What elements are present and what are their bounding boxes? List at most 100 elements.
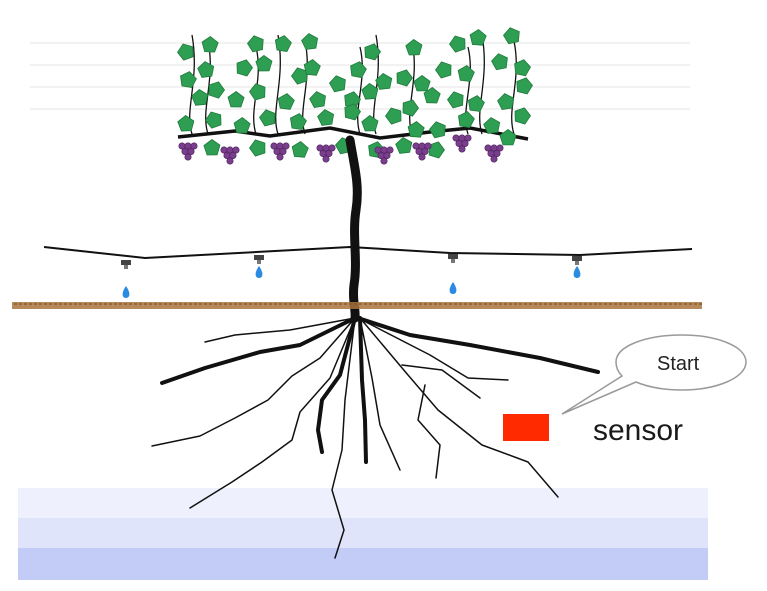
grape-leaf	[375, 73, 393, 90]
vine-shoot	[511, 40, 517, 135]
soil-moisture-sensor	[503, 414, 549, 441]
sensor-label: sensor	[593, 414, 683, 447]
grape-leaf	[350, 61, 367, 79]
water-drop-icon	[449, 282, 457, 294]
grape-leaf	[429, 121, 446, 139]
root-right-mid	[359, 317, 559, 498]
grape-leaf	[291, 67, 308, 85]
grape-leaf	[503, 27, 520, 45]
grape-leaf	[385, 107, 402, 125]
root-right-main	[356, 316, 600, 374]
groundwater-layer-top	[18, 488, 708, 518]
vine-shoot	[205, 40, 211, 135]
grape-leaf	[227, 91, 245, 108]
grape-leaf	[435, 61, 452, 79]
grape-leaf	[259, 109, 276, 127]
grape-leaf	[405, 39, 423, 56]
grape-cluster	[178, 142, 198, 161]
grape-cluster	[374, 146, 394, 165]
grape-leaf	[364, 43, 381, 61]
grape-leaf	[469, 29, 487, 46]
grape-leaf	[428, 141, 445, 159]
grape-cluster	[270, 142, 290, 161]
water-drop-icon	[573, 266, 581, 278]
grape-leaf	[233, 117, 251, 134]
root-main-left	[160, 316, 357, 385]
grape-leaf	[247, 35, 264, 53]
root-thin-left-upper	[204, 317, 356, 343]
grape-leaf	[191, 89, 209, 106]
grape-leaf	[516, 77, 533, 95]
grape-leaf	[201, 36, 219, 53]
grape-leaf	[458, 111, 475, 129]
callout-bubble	[561, 334, 747, 415]
grape-cluster	[484, 144, 504, 163]
grape-leaf	[274, 35, 292, 53]
vine-shoot	[479, 34, 485, 135]
drip-emitters	[121, 254, 582, 298]
grape-leaf	[309, 91, 326, 109]
grape-leaf	[491, 53, 508, 71]
grape-leaf	[449, 35, 466, 53]
root-center-right	[359, 317, 401, 471]
drip-emitter	[254, 255, 264, 278]
grape-leaf	[249, 83, 266, 101]
water-drop-icon	[122, 286, 130, 298]
root-left-mid	[151, 317, 356, 447]
groundwater-layer-bottom	[18, 548, 708, 580]
grape-leaf	[344, 103, 361, 121]
root-center-deep	[331, 317, 356, 559]
grape-leaf	[303, 59, 321, 76]
grape-leaf	[361, 83, 379, 100]
vine-shoot	[357, 46, 363, 135]
grape-cluster	[316, 144, 336, 163]
grape-leaf	[317, 109, 335, 126]
drip-emitter	[448, 254, 458, 294]
grape-leaf	[457, 65, 475, 82]
grape-leaf	[407, 121, 425, 138]
grape-leaf	[467, 95, 485, 112]
drip-emitter	[572, 256, 582, 278]
grape-leaf	[497, 93, 515, 111]
root-system	[151, 316, 600, 559]
grape-leaf	[236, 59, 253, 77]
root-center-thick	[316, 316, 357, 454]
groundwater-layer-middle	[18, 518, 708, 548]
drip-irrigation-line	[43, 245, 693, 260]
root-center-vertical	[358, 316, 368, 464]
callout-text: Start	[657, 353, 700, 375]
vine-canopy	[177, 27, 533, 165]
root-left-deep	[189, 317, 356, 509]
grape-leaf	[249, 139, 266, 157]
grape-leaf	[301, 33, 319, 50]
grape-leaf	[291, 141, 309, 158]
grape-leaf	[197, 61, 215, 78]
root-right-upper	[357, 317, 509, 381]
root-right-drop	[417, 384, 441, 479]
grape-cluster	[220, 146, 240, 165]
grape-cluster	[412, 142, 432, 161]
grape-leaf	[208, 81, 225, 99]
grape-leaf	[329, 75, 346, 93]
grape-leaf	[423, 87, 441, 104]
grape-leaf	[177, 115, 195, 132]
grape-leaf	[177, 43, 194, 61]
start-callout: Start	[561, 334, 747, 415]
grape-leaf	[255, 55, 273, 72]
trellis-wires	[30, 42, 690, 110]
grape-leaf	[514, 107, 531, 125]
grape-leaf	[395, 137, 413, 154]
grape-leaf	[447, 91, 464, 109]
root-right-branch	[401, 364, 481, 399]
grape-leaf	[180, 71, 197, 89]
groundwater-layers	[18, 488, 708, 580]
grape-leaf	[514, 59, 531, 77]
grape-leaf	[396, 69, 413, 87]
grape-cluster	[452, 134, 472, 153]
grape-leaf	[205, 111, 222, 129]
soil-band	[12, 302, 702, 309]
grape-leaf	[361, 115, 379, 132]
grape-leaf	[483, 117, 501, 134]
grape-leaf	[203, 139, 221, 156]
